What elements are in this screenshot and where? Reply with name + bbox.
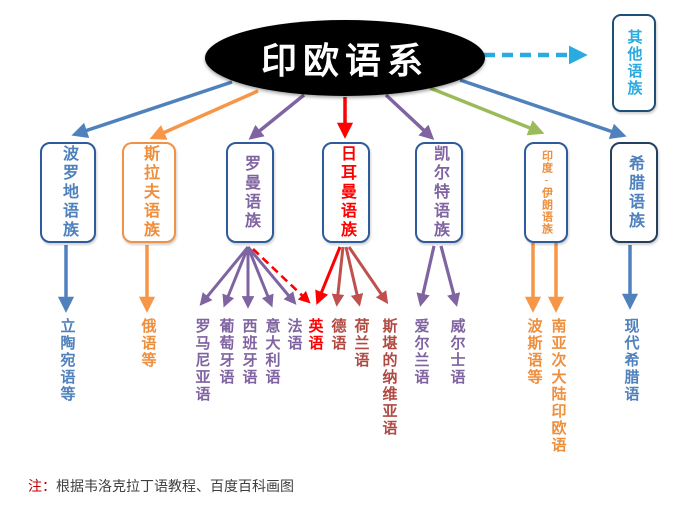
- family-label: 罗曼语族: [242, 154, 259, 231]
- footnote: 注：根据韦洛克拉丁语教程、百度百科画图: [28, 476, 294, 496]
- family-label: 波罗地语族: [60, 145, 77, 240]
- language-lithuanian: 立陶宛语等: [58, 318, 75, 403]
- language-english: 英语: [306, 318, 323, 352]
- language-italian: 意大利语: [263, 318, 280, 386]
- language-persian: 波斯语等: [525, 318, 542, 386]
- family-label: 希腊语族: [626, 154, 643, 231]
- footnote-marker: 注：: [28, 480, 56, 495]
- root-node-indo-european: 印欧语系: [205, 20, 485, 96]
- root-label: 印欧语系: [260, 41, 429, 81]
- family-box-romance: 罗曼语族: [226, 142, 274, 243]
- other-families-box: 其他语族: [612, 14, 656, 112]
- family-box-indo-iranian: 印度-伊朗语族: [524, 142, 568, 243]
- family-box-germanic: 日耳曼语族: [322, 142, 370, 243]
- language-german: 德语: [329, 318, 346, 352]
- language-romanian: 罗马尼亚语: [193, 318, 210, 403]
- language-dutch: 荷兰语: [352, 318, 369, 369]
- language-welsh: 威尔士语: [448, 318, 465, 386]
- family-box-slavic: 斯拉夫语族: [122, 142, 176, 243]
- family-box-baltic: 波罗地语族: [40, 142, 96, 243]
- language-french: 法语: [285, 318, 302, 352]
- other-families-label: 其他语族: [625, 29, 642, 97]
- family-label: 斯拉夫语族: [141, 145, 158, 240]
- family-box-celtic: 凯尔特语族: [415, 142, 463, 243]
- language-spanish: 西班牙语: [240, 318, 257, 386]
- footnote-text: 根据韦洛克拉丁语教程、百度百科画图: [56, 480, 294, 495]
- language-irish: 爱尔兰语: [412, 318, 429, 386]
- language-scandinavian: 斯堪的纳维亚语: [380, 318, 397, 437]
- family-label: 印度-伊朗语族: [540, 150, 553, 235]
- family-label: 日耳曼语族: [338, 145, 355, 240]
- family-box-greek: 希腊语族: [610, 142, 658, 243]
- language-russian: 俄语等: [139, 318, 156, 369]
- language-modern-greek: 现代希腊语: [622, 318, 639, 403]
- language-south-asian: 南亚次大陆印欧语: [549, 318, 566, 454]
- family-label: 凯尔特语族: [431, 145, 448, 240]
- language-portuguese: 葡萄牙语: [217, 318, 234, 386]
